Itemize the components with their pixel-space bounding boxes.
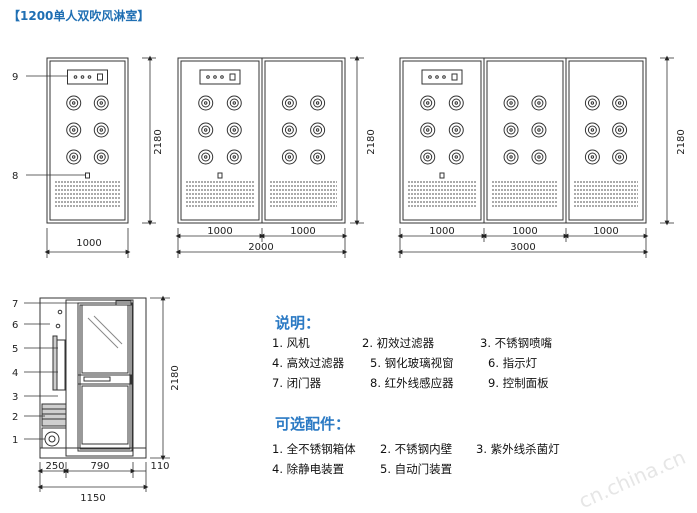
width-label-1000-a: 1000	[76, 238, 101, 249]
width-label-3000: 3000	[510, 242, 535, 253]
option-item-3: 3. 紫外线杀菌灯	[476, 442, 560, 456]
legend-item-2: 2. 初效过滤器	[362, 336, 435, 350]
unit-triple-middle	[483, 57, 567, 224]
nozzle-icon	[198, 122, 214, 138]
width-label-1000-b: 1000	[207, 226, 232, 237]
nozzle-icon	[66, 95, 82, 111]
nozzle-icon	[584, 122, 600, 138]
nozzle-icon	[310, 95, 326, 111]
legend-item-8: 8. 红外线感应器	[370, 376, 454, 390]
legend-item-9: 9. 控制面板	[488, 376, 549, 390]
callout-3: 3	[12, 392, 18, 403]
nozzle-icon	[420, 95, 436, 111]
nozzle-icon	[503, 149, 519, 165]
nozzle-icon	[198, 149, 214, 165]
height-label-3: 2180	[676, 129, 687, 154]
nozzle-icon	[612, 95, 628, 111]
control-panel	[199, 69, 241, 85]
nozzle-icon	[503, 95, 519, 111]
height-label-2: 2180	[366, 129, 377, 154]
legend-item-1: 1. 风机	[272, 336, 310, 350]
callout-6: 6	[12, 320, 18, 331]
legend-item-6: 6. 指示灯	[488, 356, 538, 370]
nozzle-icon	[281, 122, 297, 138]
width-label-1000-f: 1000	[593, 226, 618, 237]
unit-triple-left	[399, 57, 485, 224]
height-label-4: 2180	[170, 365, 181, 390]
callout-9: 9	[12, 72, 18, 83]
width-label-790: 790	[90, 461, 109, 472]
nozzle-icon	[612, 122, 628, 138]
nozzle-icon	[420, 149, 436, 165]
legend-title: 说明：	[275, 314, 321, 332]
width-label-1150: 1150	[80, 493, 105, 504]
control-panel	[67, 69, 108, 85]
nozzle-icon	[448, 149, 464, 165]
option-item-4: 4. 除静电装置	[272, 462, 345, 476]
height-label-1: 2180	[153, 129, 164, 154]
nozzle-icon	[531, 149, 547, 165]
legend-item-3: 3. 不锈钢喷嘴	[480, 336, 553, 350]
nozzle-icon	[531, 122, 547, 138]
legend-item-7: 7. 闭门器	[272, 376, 322, 390]
width-dimensions	[37, 228, 649, 492]
unit-double-left	[177, 57, 263, 224]
option-item-5: 5. 自动门装置	[380, 462, 453, 476]
callout-8: 8	[12, 171, 18, 182]
nozzle-icon	[281, 149, 297, 165]
callout-5: 5	[12, 344, 18, 355]
option-item-1: 1. 全不锈钢箱体	[272, 442, 356, 456]
nozzle-icon	[226, 122, 242, 138]
nozzle-icon	[226, 95, 242, 111]
callout-7: 7	[12, 299, 18, 310]
width-label-250: 250	[45, 461, 64, 472]
sensor-icon	[85, 172, 90, 179]
nozzle-icon	[93, 95, 109, 111]
page-title: 【1200单人双吹风淋室】	[8, 9, 150, 23]
sensor-icon	[217, 172, 223, 179]
nozzle-icon	[281, 95, 297, 111]
unit-triple-right	[565, 57, 647, 224]
nozzle-icon	[93, 149, 109, 165]
nozzle-icon	[310, 122, 326, 138]
callout-2: 2	[12, 412, 18, 423]
nozzle-icon	[93, 122, 109, 138]
nozzle-icon	[612, 149, 628, 165]
width-label-1000-d: 1000	[429, 226, 454, 237]
nozzle-icon	[66, 149, 82, 165]
sensor-icon	[439, 172, 445, 179]
height-dimensions	[142, 55, 674, 461]
control-panel	[421, 69, 463, 85]
side-elevation	[39, 297, 147, 459]
nozzle-icon	[448, 122, 464, 138]
nozzle-icon	[198, 95, 214, 111]
nozzle-icon	[584, 95, 600, 111]
legend-item-5: 5. 钢化玻璃视窗	[370, 356, 454, 370]
nozzle-icon	[226, 149, 242, 165]
nozzle-icon	[420, 122, 436, 138]
width-label-1000-c: 1000	[290, 226, 315, 237]
nozzle-icon	[310, 149, 326, 165]
nozzle-icon	[531, 95, 547, 111]
options-title: 可选配件：	[275, 415, 351, 433]
option-item-2: 2. 不锈钢内壁	[380, 442, 453, 456]
nozzle-icon	[584, 149, 600, 165]
width-label-2000: 2000	[248, 242, 273, 253]
callout-4: 4	[12, 368, 18, 379]
nozzle-icon	[66, 122, 82, 138]
unit-double-right	[261, 57, 346, 224]
legend-item-4: 4. 高效过滤器	[272, 356, 345, 370]
width-label-1000-e: 1000	[512, 226, 537, 237]
nozzle-icon	[448, 95, 464, 111]
callout-1: 1	[12, 435, 18, 446]
nozzle-icon	[503, 122, 519, 138]
unit-single	[46, 57, 129, 224]
width-label-110: 110	[150, 461, 169, 472]
